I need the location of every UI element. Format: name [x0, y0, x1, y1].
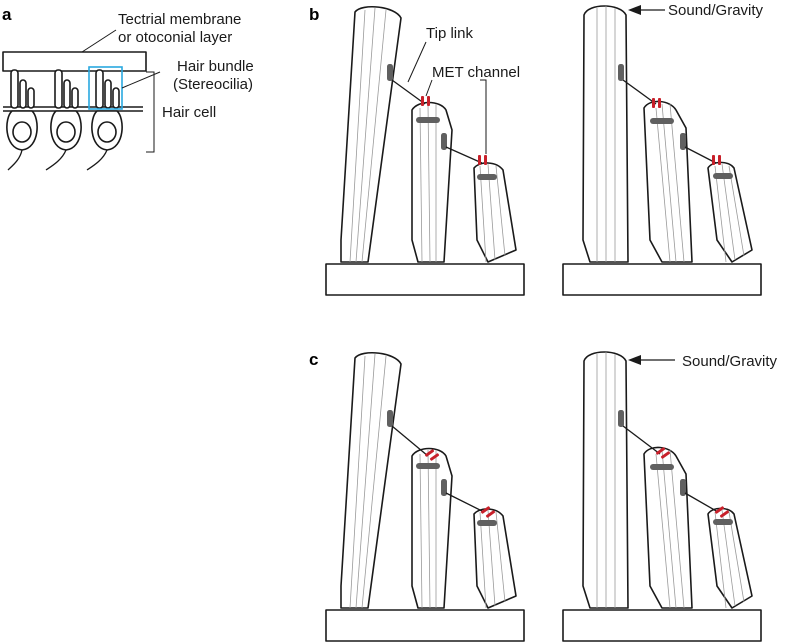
- hair-bundle-label-1: Hair bundle: [177, 58, 254, 75]
- met-channel-upper: [421, 96, 430, 106]
- cuticular-base: [562, 263, 762, 296]
- panel-label-b: b: [309, 5, 319, 24]
- panel-b: b: [309, 2, 764, 296]
- tip-link-lower: [684, 146, 717, 164]
- met-channel-lower: [478, 155, 487, 165]
- panel-a: a: [2, 5, 254, 171]
- tip-link-leader: [407, 41, 427, 83]
- stereocilium-middle: [411, 447, 453, 609]
- hair-bundle-label-2: (Stereocilia): [173, 76, 253, 93]
- hair-cell-label: Hair cell: [162, 104, 216, 121]
- tip-link-label: Tip link: [426, 25, 473, 42]
- stereocilium-tall: [340, 5, 402, 263]
- met-channel-lower: [712, 155, 721, 165]
- tectorial-membrane: [2, 51, 147, 72]
- stereocilium-tall: [340, 351, 402, 609]
- met-channel-lower-tilted: [480, 506, 496, 518]
- cuticular-base: [325, 263, 525, 296]
- bundle-b-rest: Tip link MET channel: [325, 5, 525, 296]
- cuticular-base: [325, 609, 525, 642]
- met-channel-upper: [652, 98, 661, 108]
- hair-cell-bracket: [146, 71, 155, 153]
- force-arrow-c-head: [628, 355, 641, 365]
- tip-link-lower: [445, 146, 483, 164]
- met-leader-2: [480, 79, 487, 154]
- hair-cell-bodies: [6, 110, 123, 171]
- met-channel-upper-tilted: [424, 449, 440, 461]
- stereocilia-group: [10, 69, 120, 109]
- panel-label-a: a: [2, 5, 12, 24]
- met-channel-lower-tilted: [714, 506, 730, 518]
- tectorial-leader: [81, 29, 117, 53]
- tip-link-upper: [622, 79, 657, 105]
- stereocilium-tall: [582, 351, 629, 609]
- met-channel-label: MET channel: [432, 64, 520, 81]
- tip-link-upper: [391, 79, 426, 105]
- cuticular-base: [562, 609, 762, 642]
- stereocilium-middle: [411, 101, 453, 263]
- tectorial-label-1: Tectrial membrane: [118, 11, 241, 28]
- force-arrow-b-head: [628, 5, 641, 15]
- panel-label-c: c: [309, 350, 318, 369]
- sound-gravity-label-c: Sound/Gravity: [682, 353, 778, 370]
- met-leader-1: [425, 79, 433, 97]
- bundle-b-deflected: Sound/Gravity: [562, 2, 764, 296]
- panel-c: c: [309, 350, 778, 642]
- sound-gravity-label-b: Sound/Gravity: [668, 2, 764, 19]
- bundle-c-deflected: Sound/Gravity: [562, 351, 778, 642]
- bundle-c-rest: [325, 351, 525, 642]
- tectorial-label-2: or otoconial layer: [118, 29, 232, 46]
- met-channel-upper-tilted: [655, 447, 671, 459]
- stereocilium-tall: [582, 5, 629, 263]
